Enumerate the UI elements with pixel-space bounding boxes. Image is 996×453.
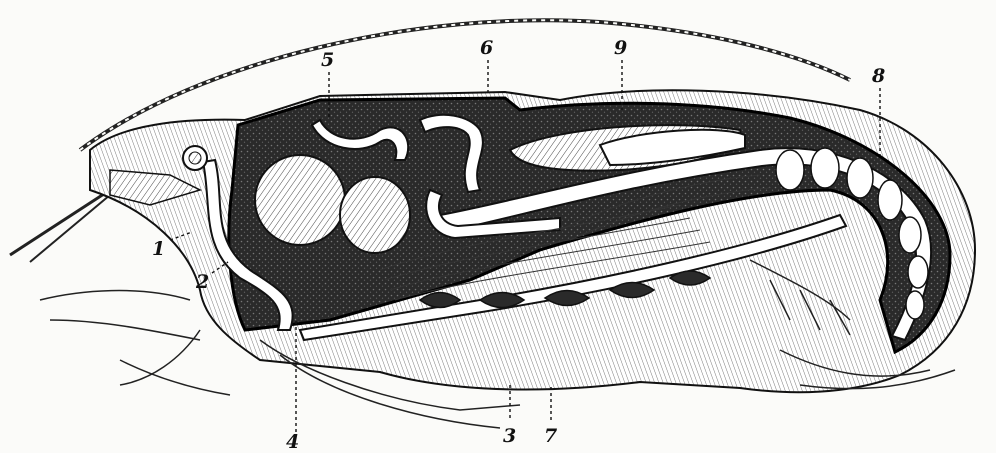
label-2: 2 [195,271,209,293]
label-1: 1 [152,238,165,260]
organ-lobe-left [255,155,345,245]
label-5: 5 [321,49,334,71]
label-9: 9 [614,37,627,59]
label-4: 4 [286,431,299,453]
label-6: 6 [480,37,493,59]
label-3: 3 [503,425,516,447]
label-8: 8 [871,65,885,87]
label-7: 7 [544,425,557,447]
organ-lobe-right [340,177,410,253]
